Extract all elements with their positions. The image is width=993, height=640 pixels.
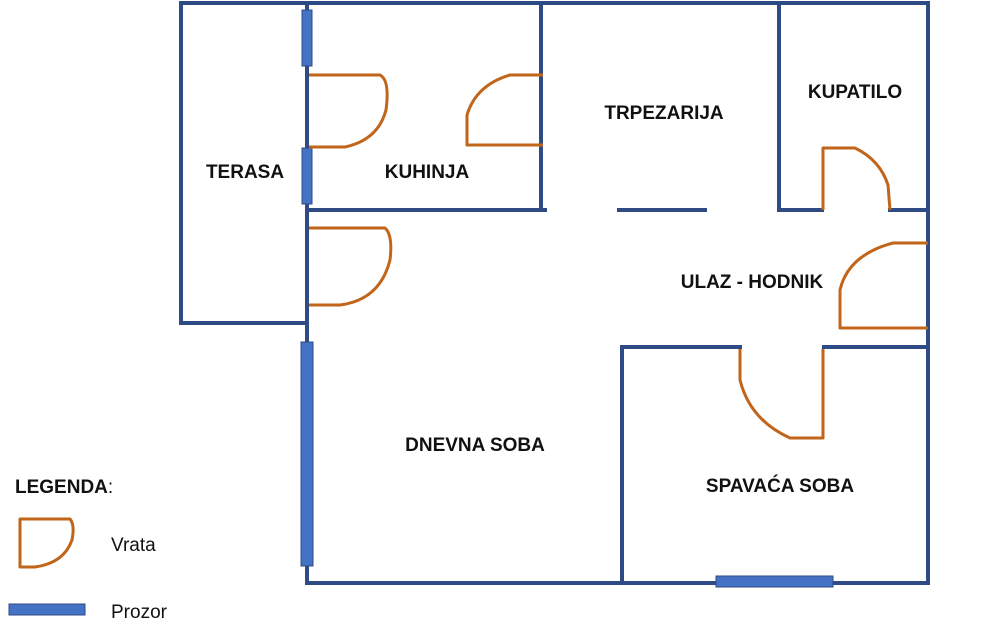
door-entrance-icon: [838, 241, 928, 330]
room-label-terasa: TERASA: [206, 162, 284, 183]
legend-window-icon: [8, 603, 86, 616]
legend-title: LEGENDA:: [15, 477, 113, 498]
door-bedroom-icon: [738, 349, 825, 440]
room-label-trpezarija: TRPEZARIJA: [604, 103, 724, 124]
door-bathroom-icon: [821, 146, 892, 211]
windows: [300, 9, 834, 588]
room-label-kupatilo: KUPATILO: [808, 82, 902, 103]
room-label-spavaca: SPAVAĆA SOBA: [706, 475, 854, 497]
window-bedroom: [715, 575, 834, 588]
room-labels: TERASA KUHINJA TRPEZARIJA KUPATILO ULAZ …: [206, 82, 902, 497]
room-label-dnevna: DNEVNA SOBA: [405, 435, 545, 456]
legend-door-icon: [18, 517, 75, 569]
room-label-kuhinja: KUHINJA: [385, 162, 470, 183]
window-living-room: [300, 341, 314, 567]
legend-door-label: Vrata: [111, 535, 156, 556]
doors: [309, 73, 928, 440]
legend-window-label: Prozor: [111, 602, 168, 623]
door-living-terasa-icon: [309, 226, 393, 307]
window-kitchen-top: [301, 9, 313, 67]
door-kitchen-terasa-icon: [309, 73, 389, 149]
walls: [179, 1, 930, 585]
room-label-hodnik: ULAZ - HODNIK: [681, 272, 824, 293]
door-kitchen-dining-icon: [465, 73, 543, 147]
legend: LEGENDA: Vrata Prozor: [8, 477, 168, 623]
window-kitchen-bottom: [301, 147, 313, 205]
